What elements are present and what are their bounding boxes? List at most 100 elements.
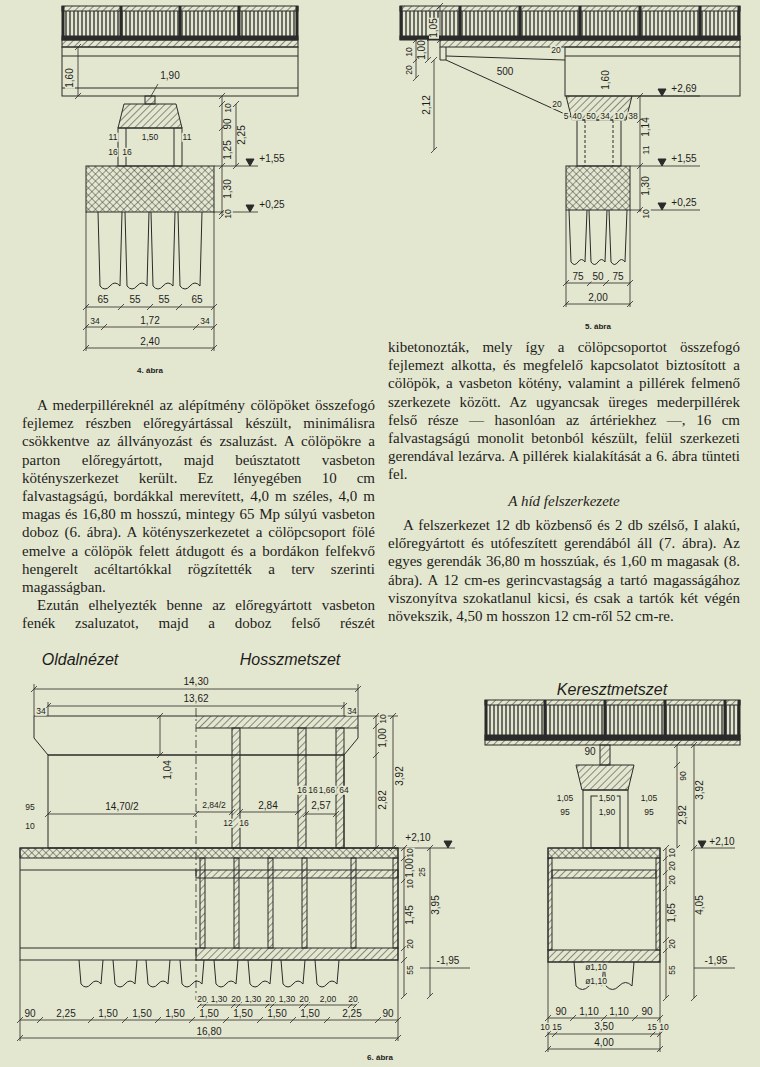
figure-6-river-pier-views (545, 962, 663, 1052)
dimension-label: 90 (554, 1007, 567, 1017)
dimension-label: 3,92 (695, 779, 705, 800)
dimension-label: 2,00 (587, 293, 608, 303)
dimension-label: 90 (583, 747, 596, 757)
figure-4-pier-section (246, 205, 254, 212)
figure-6-river-pier-views (600, 745, 610, 765)
dimension-label: 20 (405, 64, 414, 75)
dimension-label: +2,69 (670, 84, 697, 94)
dimension-label: 1,14 (641, 116, 651, 137)
dimension-label: ø1,10 (584, 977, 608, 986)
dimension-label: 90 (23, 1009, 36, 1019)
figure-4-pier-section (62, 40, 298, 47)
dimension-label: ø1,10 (584, 963, 608, 972)
dimension-label: 10 (24, 822, 35, 831)
dimension-label: 2,25 (237, 124, 247, 145)
figure-4-pier-section (145, 96, 155, 104)
figure-5-abutment-section (401, 6, 739, 40)
dimension-label: 20 (550, 46, 561, 55)
dimension-label: 90 (381, 1009, 394, 1019)
dimension-label: 40 (571, 112, 582, 121)
figure-6-river-pier-views (17, 960, 401, 1041)
dimension-label: 34 (35, 707, 46, 716)
dimension-label: 1,60 (65, 67, 75, 88)
dimension-label: 20 (196, 995, 207, 1004)
figure-5-abutment-section (400, 11, 740, 36)
dimension-label: 14,30 (182, 677, 209, 687)
figure-5-abutment-section (630, 93, 700, 213)
dimension-label: 20 (264, 995, 275, 1004)
figure-6-river-pier-views (196, 716, 358, 728)
dimension-label: 1,00 (417, 39, 427, 60)
dimension-label: 1,60 (601, 69, 611, 90)
figure-6-river-pier-views (157, 713, 163, 758)
dimension-label: 75 (571, 272, 584, 282)
figure-6-river-pier-views (548, 848, 660, 858)
figure-4-pier-section (62, 56, 298, 88)
dimension-label: 1,45 (405, 904, 415, 925)
dimension-label: 4,00 (593, 1038, 614, 1048)
dimension-label: 1,72 (139, 316, 160, 326)
body-paragraph: kibetonozták, mely így a cölöpcsoportot … (388, 338, 740, 484)
dimension-label: 2,57 (310, 801, 331, 811)
dimension-label: 1,65 (667, 902, 677, 923)
dimension-label: 5 (563, 112, 570, 121)
dimension-label: 65 (96, 295, 109, 305)
figure-6-river-pier-views (444, 841, 452, 848)
dimension-label: 1,50 (131, 1009, 152, 1019)
dimension-label: +1,55 (670, 154, 697, 164)
dimension-label: 90 (679, 770, 688, 781)
figure-5-abutment-section (440, 47, 565, 60)
figure-5-abutment-section (577, 120, 621, 166)
dimension-label: 1,05 (429, 17, 439, 38)
dimension-label: 10 (642, 208, 651, 219)
dimension-label: 1,04 (163, 759, 173, 780)
dimension-label: 1,10 (608, 1007, 629, 1017)
dimension-label: 20 (668, 874, 677, 885)
dimension-label: 1,10 (578, 1007, 599, 1017)
figure-4-pier-section (63, 6, 297, 40)
dimension-label: 16 (107, 148, 118, 157)
dimension-label: 65 (190, 295, 203, 305)
dimension-label: 55 (668, 964, 677, 975)
dimension-label: 16 (296, 786, 307, 795)
dimension-label: -1,95 (436, 956, 461, 966)
figure-5-abutment-section (658, 203, 666, 210)
figure-6-river-pier-views (576, 765, 634, 790)
dimension-label: 3,92 (395, 765, 405, 786)
dimension-label: 16 (121, 148, 132, 157)
dimension-label: 1,05 (640, 794, 659, 803)
dimension-label: 20 (347, 995, 358, 1004)
dimension-label: 50 (585, 112, 596, 121)
dimension-label: 1,50 (141, 133, 160, 142)
dimension-label: 15 (551, 1023, 562, 1032)
dimension-label: 10 (406, 878, 415, 889)
dimension-label: 55 (128, 295, 141, 305)
figure-4-pier-section (86, 166, 214, 212)
figure-5-abutment-section (440, 40, 740, 47)
figure-5-abutment-section (565, 56, 740, 57)
dimension-label: 20 (668, 860, 677, 871)
dimension-label: 1,30 (244, 995, 263, 1004)
dimension-label: 38 (627, 112, 638, 121)
figure-5-abutment-section (658, 159, 666, 166)
dimension-label: 34 (89, 317, 100, 326)
section-heading: A híd felszerkezete (388, 492, 740, 510)
figure-4-pier-section (83, 212, 217, 351)
dimension-label: 10 (405, 46, 414, 57)
dimension-label: 1,90 (598, 808, 617, 817)
dimension-label: 1,30 (641, 175, 651, 196)
dimension-label: 1,30 (223, 178, 233, 199)
figure-6-river-pier-views (20, 848, 398, 960)
figure-4-pier-section (214, 166, 258, 212)
dimension-label: 50 (591, 272, 604, 282)
figure-6-river-pier-views (663, 742, 697, 1001)
body-paragraph: A mederpilléreknél az alépítmény cölöpök… (22, 396, 375, 596)
figure-5-abutment-section (566, 166, 630, 210)
dimension-label: 20 (298, 995, 309, 1004)
figure-6-river-pier-views (485, 735, 740, 740)
dimension-label: 2,25 (55, 1009, 76, 1019)
figure-5-abutment-section (413, 3, 443, 153)
figure-6-river-pier-views (591, 796, 620, 848)
